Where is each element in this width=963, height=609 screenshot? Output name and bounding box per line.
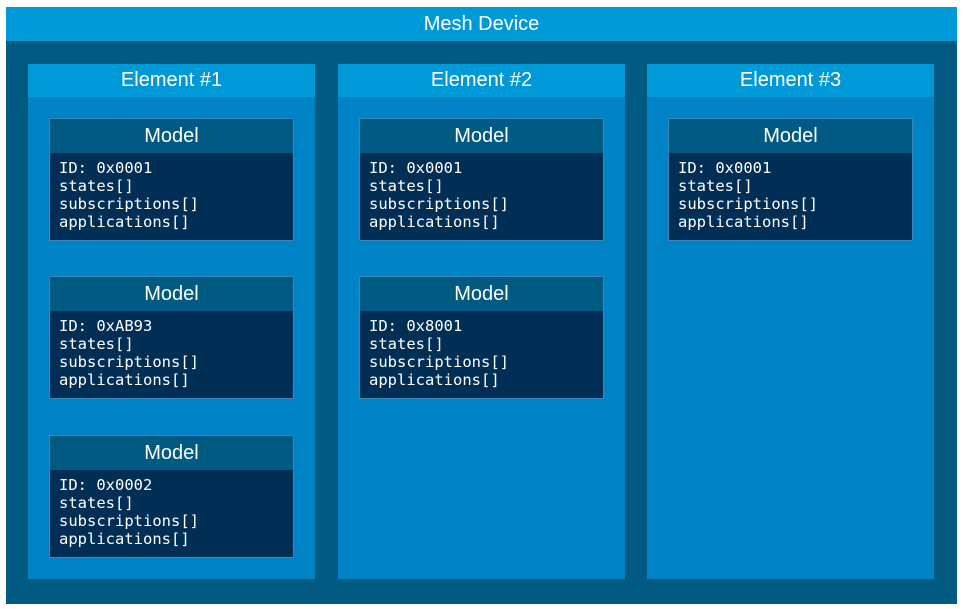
element-2: Element #2 Model ID: 0x0001 states[] sub… bbox=[338, 64, 625, 579]
mesh-device: Mesh Device Element #1 Model ID: 0x0001 … bbox=[6, 7, 957, 604]
model-subscriptions: subscriptions[] bbox=[678, 195, 818, 213]
model-title: Model bbox=[50, 119, 293, 153]
model-id: ID: 0xAB93 bbox=[59, 317, 153, 335]
model-states: states[] bbox=[59, 177, 134, 195]
model-box: Model ID: 0x0001 states[] subscriptions[… bbox=[360, 119, 603, 240]
model-applications: applications[] bbox=[59, 213, 190, 231]
element-title: Element #2 bbox=[338, 64, 625, 97]
model-id: ID: 0x8001 bbox=[369, 317, 463, 335]
model-title: Model bbox=[50, 277, 293, 311]
model-details: ID: 0x0001 states[] subscriptions[] appl… bbox=[50, 153, 293, 231]
model-applications: applications[] bbox=[59, 530, 190, 548]
element-title: Element #3 bbox=[647, 64, 934, 97]
model-states: states[] bbox=[59, 494, 134, 512]
model-title: Model bbox=[360, 119, 603, 153]
model-details: ID: 0x0001 states[] subscriptions[] appl… bbox=[360, 153, 603, 231]
element-1: Element #1 Model ID: 0x0001 states[] sub… bbox=[28, 64, 315, 579]
model-states: states[] bbox=[369, 335, 444, 353]
model-subscriptions: subscriptions[] bbox=[369, 353, 509, 371]
model-subscriptions: subscriptions[] bbox=[59, 353, 199, 371]
model-applications: applications[] bbox=[369, 213, 500, 231]
model-subscriptions: subscriptions[] bbox=[369, 195, 509, 213]
element-3: Element #3 Model ID: 0x0001 states[] sub… bbox=[647, 64, 934, 579]
model-applications: applications[] bbox=[678, 213, 809, 231]
model-subscriptions: subscriptions[] bbox=[59, 195, 199, 213]
model-details: ID: 0xAB93 states[] subscriptions[] appl… bbox=[50, 311, 293, 389]
model-box: Model ID: 0x0002 states[] subscriptions[… bbox=[50, 436, 293, 557]
model-subscriptions: subscriptions[] bbox=[59, 512, 199, 530]
model-title: Model bbox=[50, 436, 293, 470]
model-states: states[] bbox=[59, 335, 134, 353]
model-applications: applications[] bbox=[369, 371, 500, 389]
mesh-device-title: Mesh Device bbox=[6, 7, 957, 41]
model-details: ID: 0x0001 states[] subscriptions[] appl… bbox=[669, 153, 912, 231]
model-details: ID: 0x8001 states[] subscriptions[] appl… bbox=[360, 311, 603, 389]
model-id: ID: 0x0001 bbox=[59, 159, 153, 177]
model-box: Model ID: 0x0001 states[] subscriptions[… bbox=[669, 119, 912, 240]
model-title: Model bbox=[360, 277, 603, 311]
model-states: states[] bbox=[369, 177, 444, 195]
model-details: ID: 0x0002 states[] subscriptions[] appl… bbox=[50, 470, 293, 548]
element-title: Element #1 bbox=[28, 64, 315, 97]
model-id: ID: 0x0002 bbox=[59, 476, 153, 494]
model-id: ID: 0x0001 bbox=[369, 159, 463, 177]
model-states: states[] bbox=[678, 177, 753, 195]
model-applications: applications[] bbox=[59, 371, 190, 389]
model-title: Model bbox=[669, 119, 912, 153]
model-box: Model ID: 0xAB93 states[] subscriptions[… bbox=[50, 277, 293, 398]
model-box: Model ID: 0x0001 states[] subscriptions[… bbox=[50, 119, 293, 240]
model-id: ID: 0x0001 bbox=[678, 159, 772, 177]
model-box: Model ID: 0x8001 states[] subscriptions[… bbox=[360, 277, 603, 398]
